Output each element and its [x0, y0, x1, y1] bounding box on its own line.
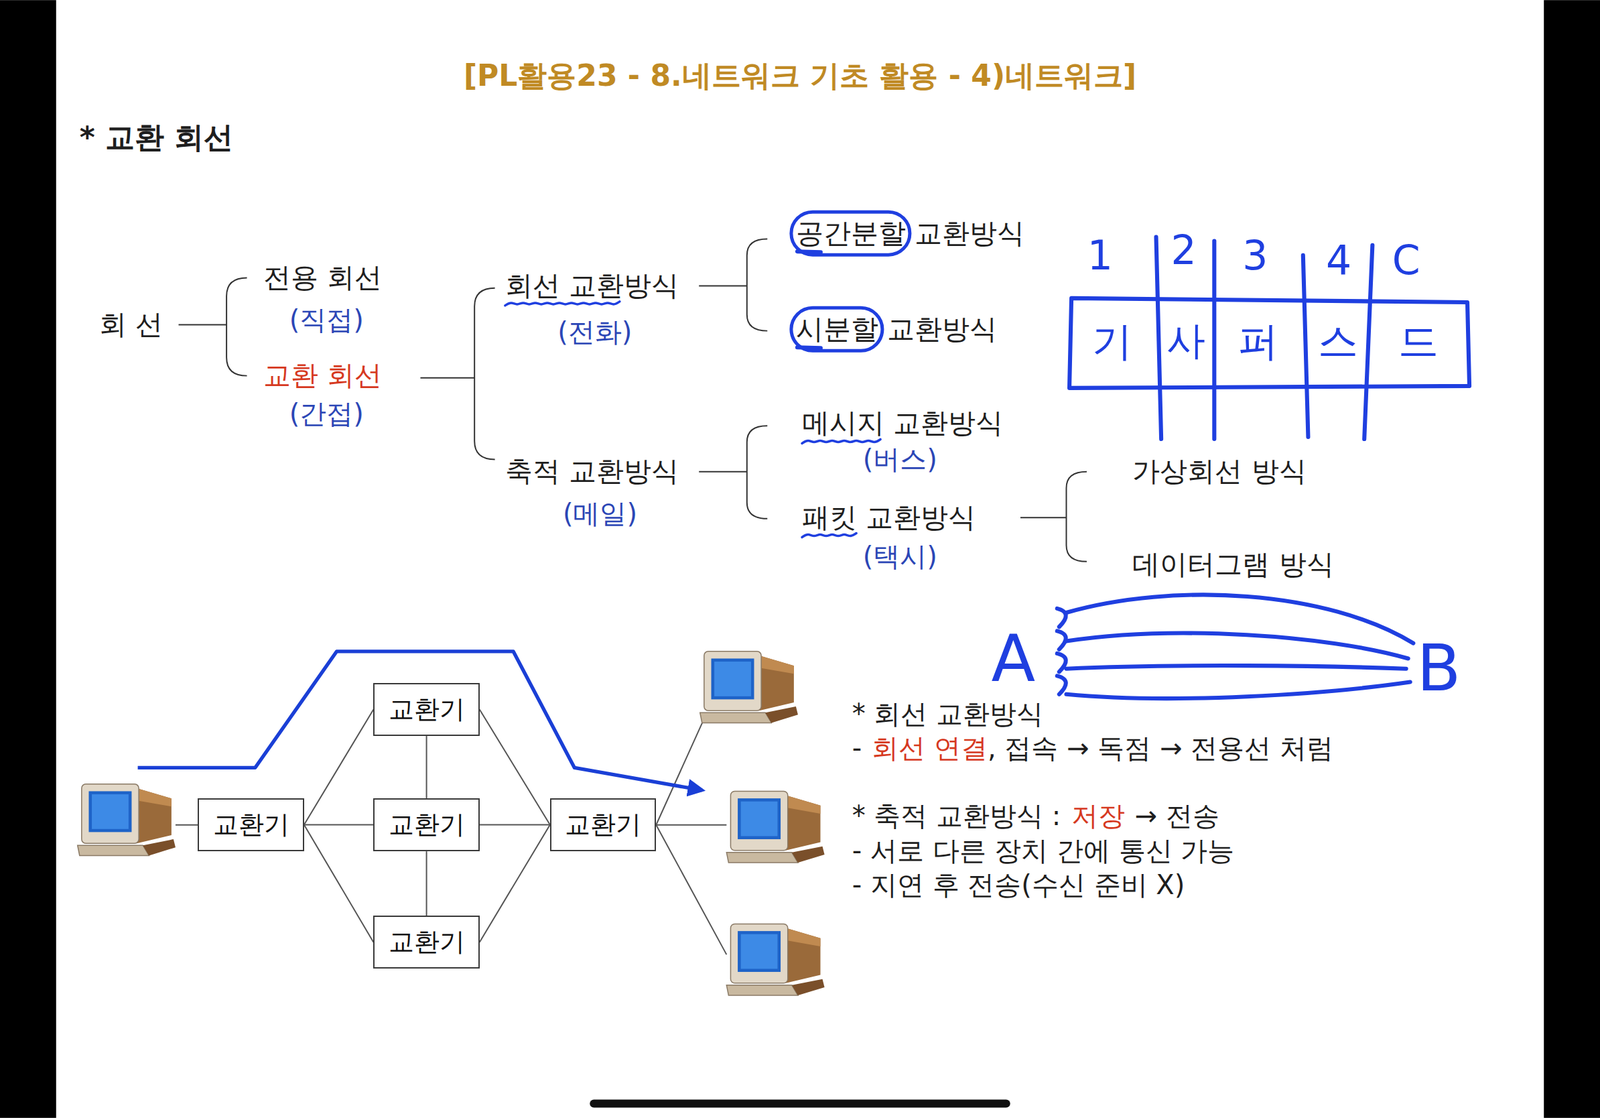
note-line: * 축적 교환방식 :: [852, 800, 1062, 831]
screen-border: [0, 0, 57, 1118]
endpoint-letter: A: [990, 623, 1036, 695]
handwritten-loop: [1057, 630, 1066, 649]
tree-bracket: [747, 425, 768, 519]
switch-label: 교환기: [388, 927, 465, 957]
tree-item: 교환 회선: [263, 360, 382, 391]
handwritten-table: [1069, 298, 1470, 388]
computer-icon: [726, 923, 825, 995]
tree-note: (전화): [557, 316, 632, 347]
handwritten-digit: 4: [1325, 237, 1352, 283]
hand-underline: [797, 347, 821, 348]
handwritten-char: 퍼: [1238, 318, 1279, 364]
note-line: - 지연 후 전송(수신 준비 X): [852, 869, 1186, 900]
handwritten-digit: 1: [1087, 233, 1113, 278]
tree-note: (버스): [862, 444, 938, 474]
computer-icon: [726, 790, 825, 863]
tree-bracket: [474, 288, 495, 460]
network-wire: [655, 824, 727, 955]
tree-item: 회선 교환방식: [505, 270, 679, 301]
handwritten-char: 드: [1398, 318, 1439, 364]
tree-note: (직접): [289, 304, 364, 335]
note-line: - 서로 다른 장치 간에 통신 가능: [852, 835, 1235, 865]
handwritten-loop: [1057, 653, 1066, 672]
hand-underline: [797, 251, 821, 252]
slide-title: [PL활용23 - 8.네트워크 기초 활용 - 4)네트워크]: [463, 59, 1137, 92]
handwritten-arc: [1065, 682, 1410, 699]
switch-link: [479, 708, 551, 825]
handwritten-divider: [1303, 255, 1309, 437]
computer-icon: [77, 783, 176, 856]
hand-wavy-underline: [802, 438, 881, 443]
handwritten-arc: [1065, 633, 1408, 659]
note-line: 저장: [1071, 800, 1125, 831]
tree-bracket: [698, 285, 748, 287]
switch-box: 교환기: [373, 682, 480, 736]
note-line: → 전송: [1135, 800, 1220, 831]
tree-root: 회 선: [99, 309, 163, 340]
note-line: 회선 연결: [871, 732, 988, 763]
section-heading: * 교환 회선: [79, 121, 234, 154]
handwritten-loop: [1057, 675, 1066, 694]
tree-item: 패킷 교환방식: [802, 502, 976, 533]
switch-box: 교환기: [197, 797, 304, 851]
tree-bracket: [226, 277, 247, 376]
tree-item: 메시지 교환방식: [802, 408, 1004, 439]
switch-label: 교환기: [388, 810, 465, 840]
tree-bracket: [1065, 471, 1087, 562]
handwritten-loop: [1057, 608, 1066, 627]
switch-link: [479, 824, 551, 826]
handwritten-divider: [1212, 241, 1217, 439]
tree-bracket: [747, 239, 768, 331]
hand-wavy-underline: [505, 301, 620, 306]
tree-note: (간접): [289, 398, 364, 429]
tree-item: 데이터그램 방식: [1132, 549, 1334, 580]
tree-note: (메일): [562, 498, 638, 528]
handwritten-arc: [1065, 665, 1406, 669]
endpoint-letter: B: [1416, 633, 1461, 705]
handwritten-digit: 3: [1242, 233, 1268, 278]
note-line: -: [852, 732, 862, 763]
tree-item: 가상회선 방식: [1132, 456, 1306, 487]
network-wire: [175, 824, 199, 826]
handwritten-char: 기: [1092, 318, 1133, 364]
tree-item: 축적 교환방식: [505, 456, 679, 487]
tree-bracket: [1020, 516, 1067, 518]
switch-link: [426, 735, 428, 798]
network-wire: [655, 718, 705, 825]
tree-bracket: [698, 471, 748, 473]
switch-link: [426, 850, 428, 916]
note-line: , 접속 → 독점 → 전용선 처럼: [987, 732, 1334, 763]
home-indicator: [589, 1098, 1010, 1107]
switch-label: 교환기: [213, 810, 290, 840]
screen-border: [1543, 0, 1600, 1118]
handwritten-digit: C: [1392, 237, 1421, 283]
handwritten-divider: [1156, 237, 1162, 440]
handwritten-divider: [1364, 245, 1373, 439]
switch-link: [479, 824, 551, 943]
handwritten-digit: 2: [1171, 227, 1197, 273]
switch-link: [304, 824, 374, 826]
tree-bracket: [178, 323, 228, 325]
tree-item: 시분할 교환방식: [795, 314, 997, 345]
tree-note: (택시): [862, 541, 938, 571]
hand-wavy-underline: [802, 533, 857, 538]
switch-box: 교환기: [373, 797, 480, 851]
switch-box: 교환기: [550, 797, 656, 851]
tree-bracket: [420, 377, 475, 379]
computer-icon: [700, 651, 798, 723]
switch-label: 교환기: [564, 810, 642, 840]
network-wire: [655, 824, 727, 826]
switch-box: 교환기: [373, 915, 480, 969]
switch-label: 교환기: [388, 694, 465, 725]
tree-item: 공간분할 교환방식: [795, 218, 1025, 249]
switch-link: [304, 824, 374, 943]
switch-link: [304, 708, 374, 825]
handwritten-char: 스: [1317, 318, 1359, 364]
circuit-path-arrow: [138, 651, 703, 790]
note-line: * 회선 교환방식: [852, 698, 1044, 729]
handwritten-char: 사: [1166, 319, 1206, 363]
tree-item: 전용 회선: [263, 262, 382, 293]
